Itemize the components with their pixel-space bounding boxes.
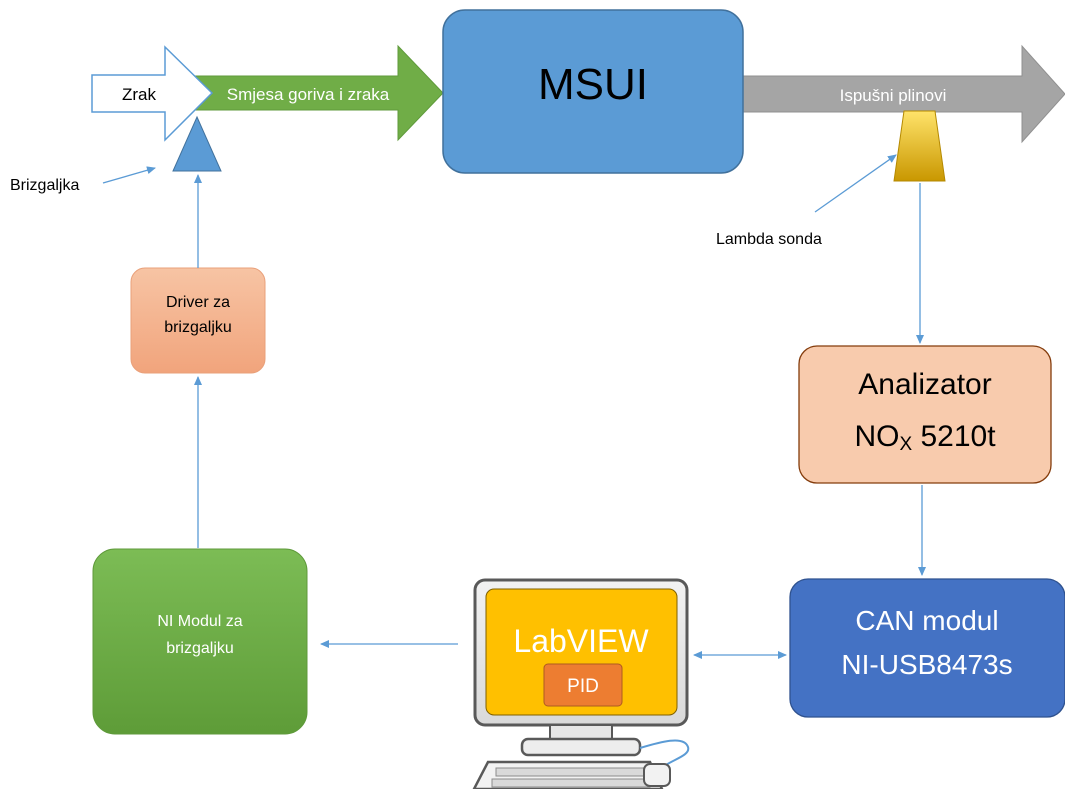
can-module-box <box>789 578 1065 718</box>
monitor-base <box>520 737 642 757</box>
pid-block <box>543 663 623 707</box>
analyzer-model: 5210t <box>912 420 996 453</box>
analyzer-nox-main: NO <box>854 420 899 453</box>
can-module-label-line1: CAN modul <box>855 605 998 636</box>
fuel-mixture-arrow <box>189 44 444 142</box>
can-module-label-line2: NI-USB8473s <box>841 649 1012 680</box>
lambda-pointer <box>814 154 897 213</box>
exhaust-label: Ispušni plinovi <box>840 86 947 105</box>
injector-label: Brizgaljka <box>10 177 79 194</box>
driver-label-line1: Driver za <box>166 294 230 311</box>
fuel-mixture-label: Smjesa goriva i zraka <box>227 85 390 104</box>
injector-pointer <box>102 166 156 184</box>
analyzer-box <box>798 345 1052 484</box>
ni-module-label-line1: NI Modul za <box>157 613 242 630</box>
analyzer-label-line1: Analizator <box>858 368 991 401</box>
ni-module-box <box>92 548 308 735</box>
exhaust-arrow <box>740 44 1065 144</box>
analyzer-label-line2: NOX 5210t <box>854 420 996 455</box>
labview-screen <box>485 588 678 716</box>
ni-module-label-line2: brizgaljku <box>166 640 234 657</box>
driver-label-line2: brizgaljku <box>164 319 232 336</box>
monitor-neck <box>549 724 613 740</box>
mouse-cable <box>639 739 690 769</box>
injector-shape <box>172 115 222 172</box>
lambda-label: Lambda sonda <box>716 231 822 248</box>
air-arrow <box>91 45 214 142</box>
mouse <box>643 763 671 787</box>
msui-label: MSUI <box>538 60 648 109</box>
lambda-probe-shape <box>893 110 946 182</box>
air-label: Zrak <box>122 85 157 104</box>
pid-label: PID <box>567 676 599 697</box>
computer-icon: LabVIEW PID <box>472 578 690 789</box>
msui-box <box>442 9 744 174</box>
labview-label: LabVIEW <box>513 623 649 659</box>
analyzer-nox-subscript: X <box>899 434 912 455</box>
keyboard-keys-row-2 <box>491 778 651 788</box>
keyboard-keys-row <box>495 767 647 777</box>
